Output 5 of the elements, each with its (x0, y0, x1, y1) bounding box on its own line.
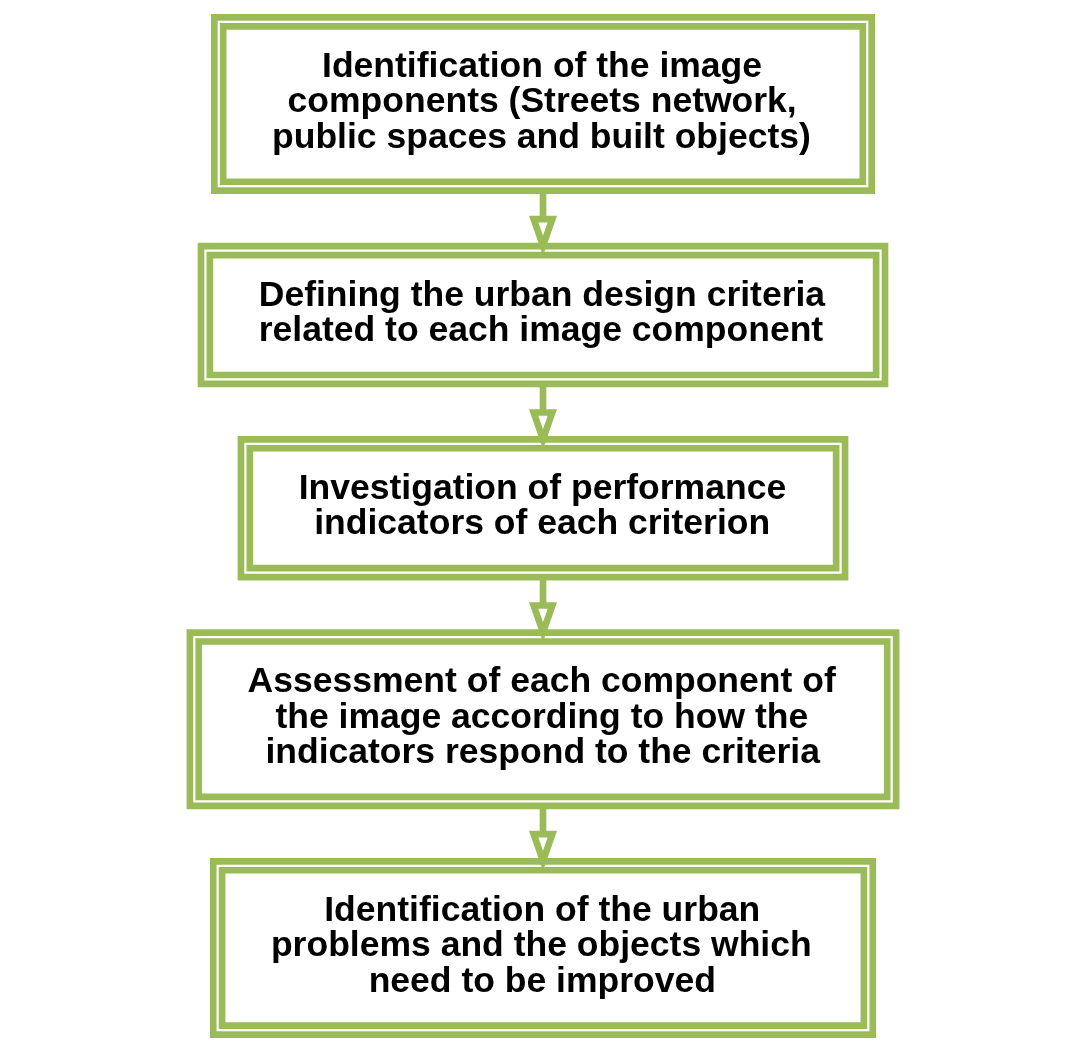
node-box: Identification of the urban problems and the objects which need to be improved (209, 858, 877, 1038)
node-box: Assessment of each component of the image according to how the indicators respond to the criteria (186, 629, 900, 810)
node-box: Defining the urban design criteria related to each image component (197, 242, 889, 388)
node-box: Identification of the image components (Streets network, public spaces and built objects) (211, 14, 876, 194)
node-box: Investigation of performance indicators of each criterion (237, 436, 849, 581)
